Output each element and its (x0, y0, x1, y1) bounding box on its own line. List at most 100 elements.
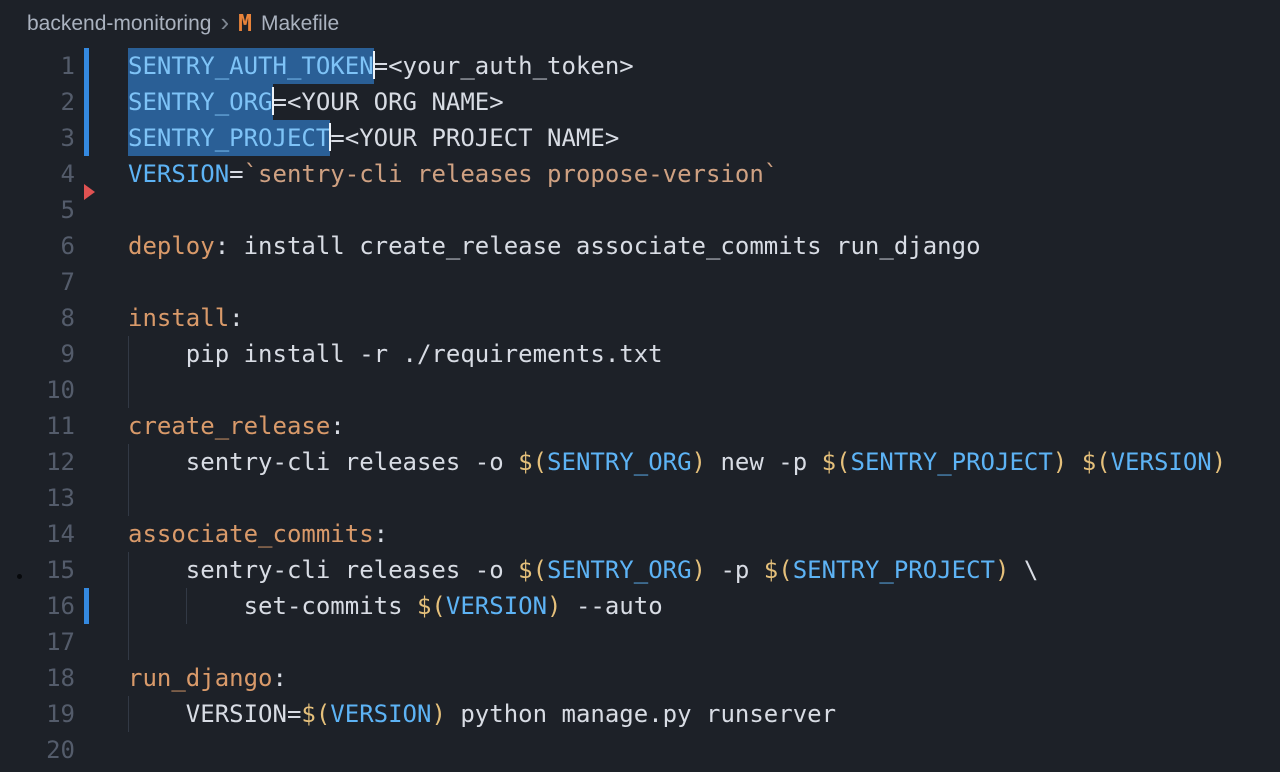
code-token: VERSION (1110, 448, 1212, 476)
gutter-modified-indicator (84, 588, 89, 624)
code-line-19[interactable]: 19 VERSION=$(VERSION) python manage.py r… (0, 696, 1280, 732)
code-line-content: VERSION=$(VERSION) python manage.py runs… (100, 696, 836, 732)
indent-guide (128, 588, 129, 624)
code-line-13[interactable]: 13 (0, 480, 1280, 516)
line-number-7: 7 (60, 268, 75, 296)
code-token: associate_commits (128, 520, 374, 548)
code-line-17[interactable]: 17 (0, 624, 1280, 660)
code-line-content: pip install -r ./requirements.txt (100, 336, 663, 372)
code-token: =<YOUR ORG NAME> (272, 88, 504, 116)
code-token: SENTRY_ORG (547, 448, 692, 476)
code-token: : (330, 412, 345, 440)
code-token: create_release (128, 412, 331, 440)
indent-guide (128, 552, 129, 588)
indent-guide (128, 444, 129, 480)
line-number-9: 9 (60, 340, 75, 368)
indent-guide (128, 696, 129, 732)
gutter-modified-indicator (84, 48, 89, 84)
code-token: sentry-cli releases -o (128, 448, 519, 476)
code-token: $( (301, 700, 331, 728)
code-token: : (229, 304, 244, 332)
code-line-10[interactable]: 10 (0, 372, 1280, 408)
code-token: : (373, 520, 389, 548)
code-line-content: associate_commits: (100, 516, 388, 552)
gutter-modified-indicator (84, 84, 89, 120)
breadcrumb-project[interactable]: backend-monitoring (27, 12, 212, 35)
code-line-content (100, 732, 128, 768)
code-line-content: install: (100, 300, 244, 336)
code-token (1067, 448, 1081, 476)
text-cursor (271, 87, 274, 115)
line-number-6: 6 (60, 232, 75, 260)
indent-guide (128, 480, 129, 516)
code-line-content: sentry-cli releases -o $(SENTRY_ORG) -p … (100, 552, 1038, 588)
code-token: run_django (128, 664, 273, 692)
code-line-4[interactable]: 4 VERSION=`sentry-cli releases propose-ve… (0, 156, 1280, 192)
code-line-15[interactable]: 15 sentry-cli releases -o $(SENTRY_ORG) … (0, 552, 1280, 588)
code-line-14[interactable]: 14 associate_commits: (0, 516, 1280, 552)
code-line-2[interactable]: 2 SENTRY_ORG=<YOUR ORG NAME> (0, 84, 1280, 120)
code-token: python manage.py runserver (445, 700, 837, 728)
line-number-2: 2 (0, 84, 100, 120)
code-token: = (229, 160, 244, 188)
code-line-content (100, 264, 128, 300)
code-line-20[interactable]: 20 (0, 732, 1280, 768)
breadcrumb-file[interactable]: Makefile (260, 12, 340, 35)
code-line-16[interactable]: 16 set-commits $(VERSION) --auto (0, 588, 1280, 624)
line-number-15: 15 (46, 556, 75, 584)
code-line-6[interactable]: 6 deploy: install create_release associat… (0, 228, 1280, 264)
code-token: =<YOUR PROJECT NAME> (330, 124, 620, 152)
code-token: $( (821, 448, 851, 476)
code-token: ) (547, 592, 562, 620)
code-token: install (128, 304, 230, 332)
code-token: ) (995, 556, 1010, 584)
chevron-right-icon: › (220, 7, 230, 37)
code-line-content: VERSION=`sentry-cli releases propose-ver… (100, 156, 778, 192)
line-number-19: 19 (46, 700, 75, 728)
code-token: ) (1052, 448, 1068, 476)
code-line-5[interactable]: 5 (0, 184, 1280, 228)
code-line-content (100, 624, 129, 660)
code-line-content (100, 480, 129, 516)
code-line-8[interactable]: 8 install: (0, 300, 1280, 336)
line-number-3: 3 (0, 120, 100, 156)
line-number-8: 8 (60, 304, 75, 332)
code-line-content: set-commits $(VERSION) --auto (100, 588, 663, 624)
code-token: new -p (706, 448, 822, 476)
code-line-7[interactable]: 7 (0, 264, 1280, 300)
gutter-deleted-indicator (84, 184, 95, 200)
code-line-12[interactable]: 12 sentry-cli releases -o $(SENTRY_ORG) … (0, 444, 1280, 480)
line-number-4: 4 (60, 160, 75, 188)
code-token: ) (691, 448, 706, 476)
selected-token: SENTRY_ORG (128, 84, 273, 120)
indent-guide (128, 336, 129, 372)
breadcrumb: backend-monitoring › M Makefile (0, 0, 1280, 48)
code-token: `sentry-cli releases propose-version` (243, 160, 779, 188)
code-token: VERSION (330, 700, 432, 728)
line-number-14: 14 (46, 520, 75, 548)
line-number-10: 10 (46, 376, 75, 404)
text-cursor (372, 51, 375, 79)
code-token: SENTRY_ORG (547, 556, 692, 584)
code-line-content (100, 192, 128, 228)
code-token: -p (706, 556, 764, 584)
code-line-content (100, 372, 129, 408)
code-token: $( (416, 592, 446, 620)
code-token: set-commits (128, 592, 417, 620)
code-token: ) (1211, 448, 1227, 476)
code-token: : install create_release associate_commi… (214, 232, 981, 260)
code-line-content: sentry-cli releases -o $( SENTRY_ORG) new… (100, 444, 1226, 480)
code-line-content: SENTRY_PROJECT=<YOUR PROJECT NAME> (100, 120, 619, 156)
indent-guide (128, 372, 129, 408)
line-number-18: 18 (46, 664, 75, 692)
code-line-9[interactable]: 9 pip install -r ./requirements.txt (0, 336, 1280, 372)
code-token: deploy (128, 232, 215, 260)
code-token: --auto (561, 592, 663, 620)
code-token: VERSION= (128, 700, 302, 728)
